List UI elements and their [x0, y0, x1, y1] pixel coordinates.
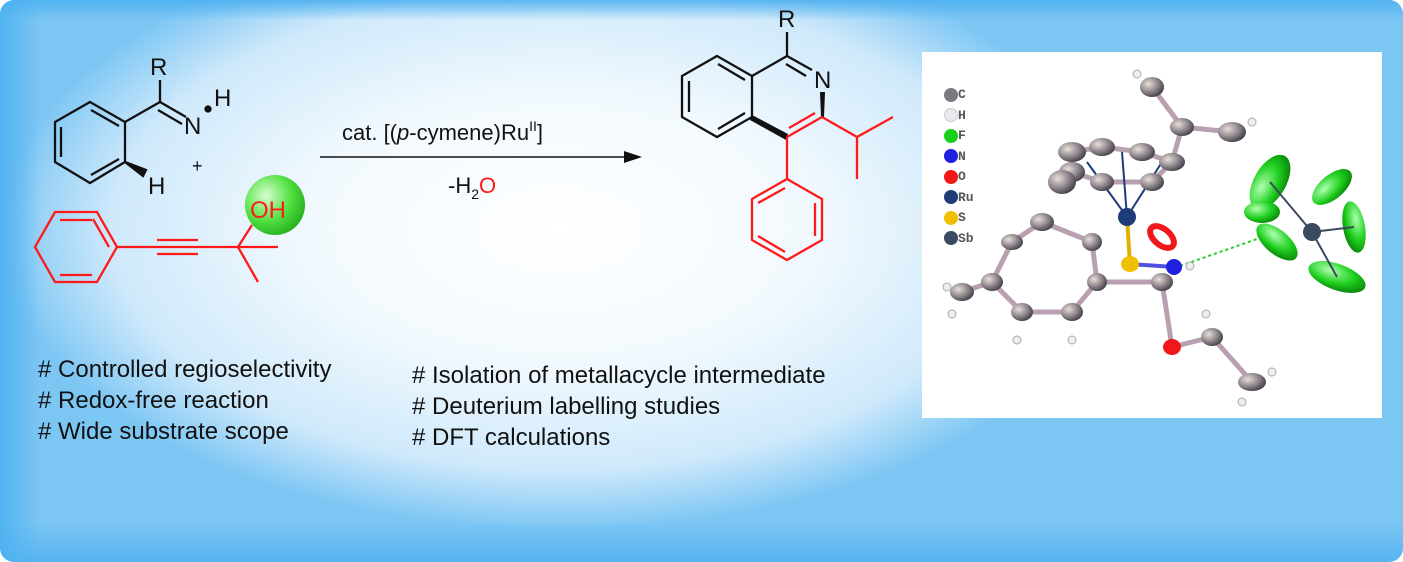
legend-item: H	[944, 108, 974, 129]
atom-color-swatch	[944, 190, 958, 205]
atom-color-swatch	[944, 231, 958, 246]
crystal-structure-panel: C H F N O Ru S Sb	[922, 52, 1382, 418]
atom-color-swatch	[944, 210, 958, 225]
legend-label: N	[958, 148, 966, 164]
features-left: # Controlled regioselectivity # Redox-fr…	[38, 354, 331, 447]
reaction-arrow	[320, 151, 642, 163]
legend-item: F	[944, 128, 974, 149]
product-n-label: N	[814, 67, 831, 94]
legend-item: O	[944, 169, 974, 190]
legend-label: H	[958, 107, 966, 123]
imine-n-label: N	[184, 113, 201, 140]
imine-r-label: R	[150, 54, 167, 81]
atom-color-swatch	[944, 149, 958, 164]
feature-item: # Controlled regioselectivity	[38, 356, 332, 383]
plus-sign: +	[192, 156, 203, 176]
imine-reactant	[53, 80, 212, 185]
legend-label: C	[958, 87, 966, 102]
feature-item: # Redox-free reaction	[38, 387, 269, 414]
ortho-h-label: H	[148, 173, 165, 200]
crystal-structure	[942, 69, 1366, 407]
atom-color-swatch	[944, 169, 958, 184]
atom-color-swatch	[944, 128, 958, 143]
legend-item: C	[944, 87, 974, 108]
feature-item: # Deuterium labelling studies	[412, 393, 721, 420]
atom-color-swatch	[944, 87, 958, 102]
catalyst-label: cat. [(p-cymene)RuII]	[342, 118, 543, 145]
feature-item: # Isolation of metallacycle intermediate	[412, 362, 826, 389]
propargyl-alcohol	[33, 210, 278, 284]
legend-item: Sb	[944, 231, 974, 252]
legend-label: Sb	[958, 230, 974, 246]
legend-label: O	[958, 169, 966, 184]
legend-item: S	[944, 210, 974, 231]
legend-label: S	[958, 210, 966, 225]
isoquinoline-product	[680, 32, 894, 262]
legend-item: N	[944, 149, 974, 170]
legend-item: Ru	[944, 190, 974, 211]
feature-item: # DFT calculations	[412, 424, 611, 451]
legend-label: Ru	[958, 189, 974, 205]
atom-color-swatch	[944, 108, 958, 123]
product-r-label: R	[778, 6, 795, 33]
feature-item: # Wide substrate scope	[38, 418, 289, 445]
byproduct-label: -H2O	[448, 173, 496, 202]
oh-highlight	[245, 175, 305, 235]
atom-legend: C H F N O Ru S Sb	[944, 87, 974, 251]
imine-nh-label: H	[214, 85, 231, 112]
oh-label: OH	[250, 197, 286, 224]
features-right: # Isolation of metallacycle intermediate…	[412, 360, 826, 453]
legend-label: F	[958, 128, 966, 143]
